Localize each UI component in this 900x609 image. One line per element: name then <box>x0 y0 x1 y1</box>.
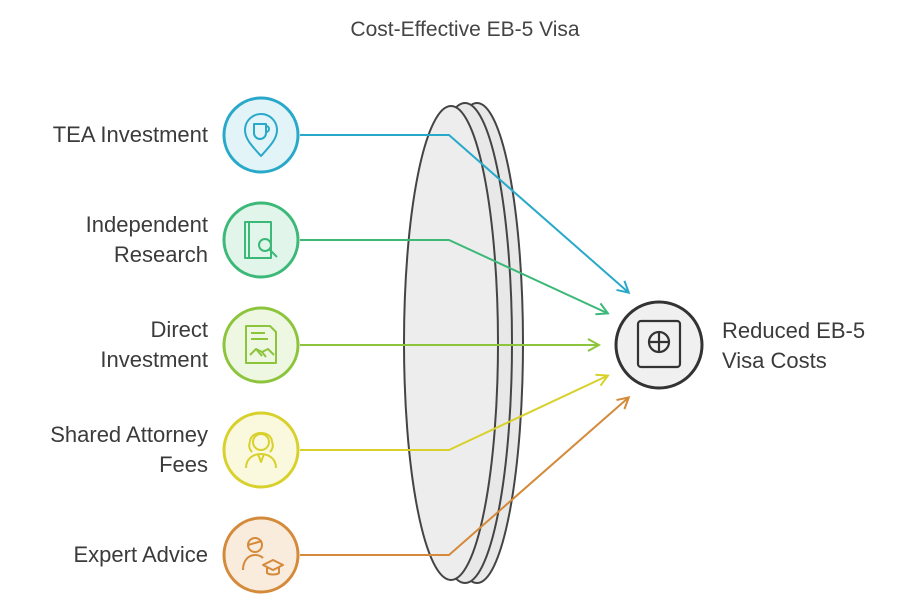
connector-tea-investment <box>300 134 628 292</box>
result-label: Reduced EB-5 Visa Costs <box>722 316 865 376</box>
label-line: Reduced EB-5 <box>722 318 866 343</box>
label-line: TEA Investment <box>52 122 208 147</box>
label-line: Shared Attorney <box>50 422 208 447</box>
judge-icon <box>245 432 277 469</box>
input-node-direct-investment <box>222 306 300 384</box>
label-line: Visa Costs <box>722 348 827 373</box>
safe-icon <box>636 319 682 369</box>
label-line: Expert Advice <box>73 542 208 567</box>
contract-handshake-icon <box>245 325 277 364</box>
graduate-icon <box>242 537 284 576</box>
input-label-shared-attorney-fees: Shared Attorney Fees <box>50 420 208 480</box>
label-line: Direct <box>150 317 208 342</box>
label-line: Investment <box>100 347 208 372</box>
label-line: Research <box>113 242 208 267</box>
input-node-tea-investment <box>222 96 300 174</box>
result-node <box>614 300 704 390</box>
connector-expert-advice <box>300 398 628 556</box>
diagram-title: Cost-Effective EB-5 Visa <box>350 18 580 41</box>
input-label-independent-research: Independent Research <box>86 210 208 270</box>
input-node-shared-attorney-fees <box>222 411 300 489</box>
label-line: Independent <box>85 212 208 237</box>
input-node-independent-research <box>222 201 300 279</box>
book-search-icon <box>244 221 278 259</box>
label-line: Fees <box>159 452 208 477</box>
connector-independent-research <box>300 239 607 313</box>
lens-shape <box>403 102 524 584</box>
input-node-expert-advice <box>222 516 300 594</box>
input-label-tea-investment: TEA Investment <box>53 120 208 150</box>
input-label-direct-investment: Direct Investment <box>100 315 208 375</box>
map-pin-cup-icon <box>244 113 278 157</box>
input-label-expert-advice: Expert Advice <box>73 540 208 570</box>
connector-shared-attorney-fees <box>300 376 607 451</box>
